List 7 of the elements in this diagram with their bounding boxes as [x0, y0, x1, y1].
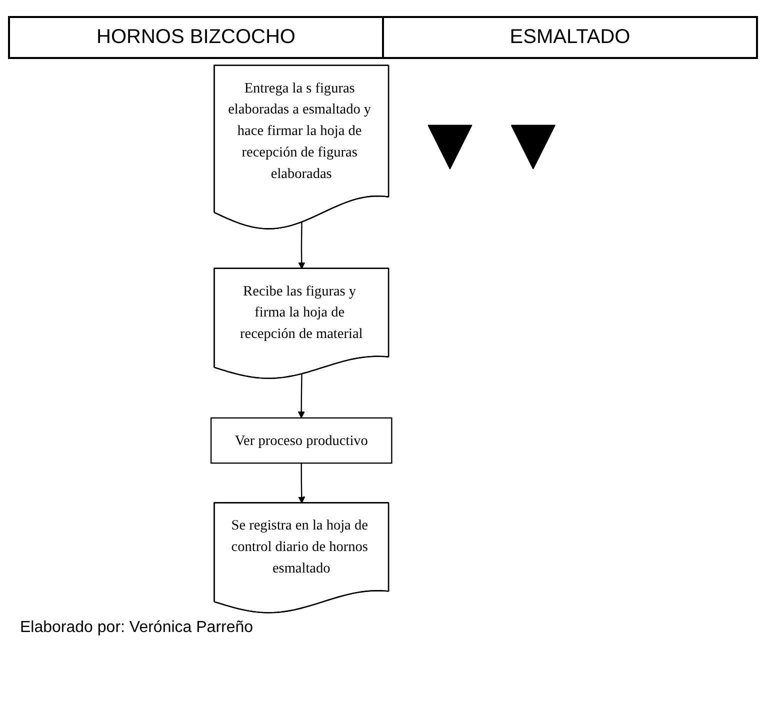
arrow: [298, 374, 305, 418]
lane-header: ESMALTADO: [382, 18, 756, 57]
author-note: Elaborado por: Verónica Parreño: [20, 619, 254, 637]
node-box: Ver proceso productivo: [210, 417, 392, 464]
arrow: [298, 222, 306, 270]
lane-header: HORNOS BIZCOCHO: [96, 25, 296, 50]
arrow: [298, 463, 306, 504]
